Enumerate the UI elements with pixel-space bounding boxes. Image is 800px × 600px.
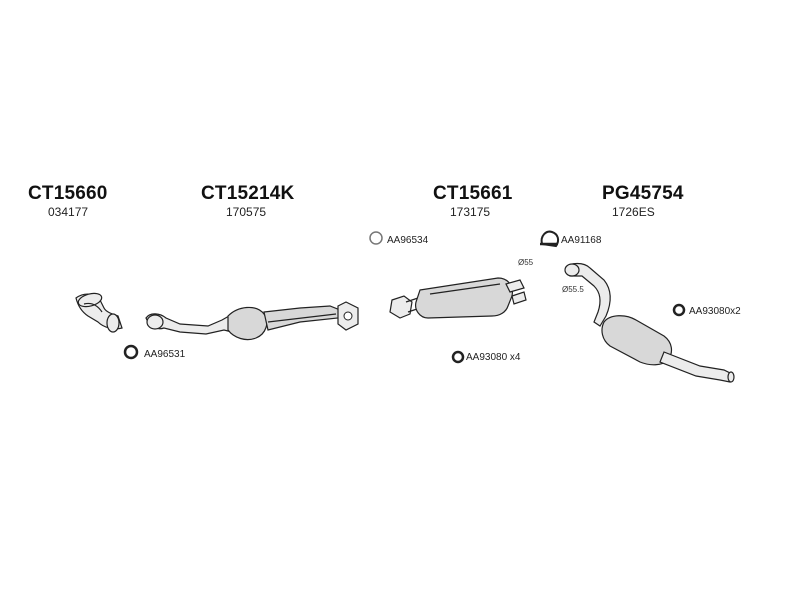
part-ref-3: 173175 bbox=[450, 205, 491, 219]
gasket-ring-icon-1 bbox=[123, 344, 139, 360]
rear-silencer bbox=[564, 262, 735, 383]
part-code-4: PG45754 bbox=[602, 183, 684, 204]
gasket-label-3: AA93080x2 bbox=[689, 306, 741, 317]
gasket-label-2: AA93080 x4 bbox=[466, 352, 521, 363]
catalytic-converter bbox=[145, 301, 359, 341]
part-ref-2: 170575 bbox=[226, 205, 267, 219]
part-code-1: CT15660 bbox=[28, 183, 108, 204]
gasket-ring-icon-2 bbox=[451, 350, 465, 364]
part-ref-4: 1726ES bbox=[612, 205, 655, 219]
clamp-label-1: AA91168 bbox=[561, 235, 602, 246]
ring-label-1: AA96534 bbox=[387, 235, 429, 246]
intermediate-silencer bbox=[389, 277, 527, 319]
clamp-icon-1 bbox=[540, 230, 560, 248]
front-pipe-elbow bbox=[75, 292, 123, 333]
dimension-label-b: Ø55.5 bbox=[562, 285, 584, 294]
part-code-3: CT15661 bbox=[433, 183, 513, 204]
ring-icon-1 bbox=[369, 231, 383, 245]
part-code-2: CT15214K bbox=[201, 183, 295, 204]
dimension-label-a: Ø55 bbox=[518, 258, 534, 267]
gasket-label-1: AA96531 bbox=[144, 349, 186, 360]
part-ref-1: 034177 bbox=[48, 205, 89, 219]
gasket-ring-icon-3 bbox=[672, 303, 686, 317]
